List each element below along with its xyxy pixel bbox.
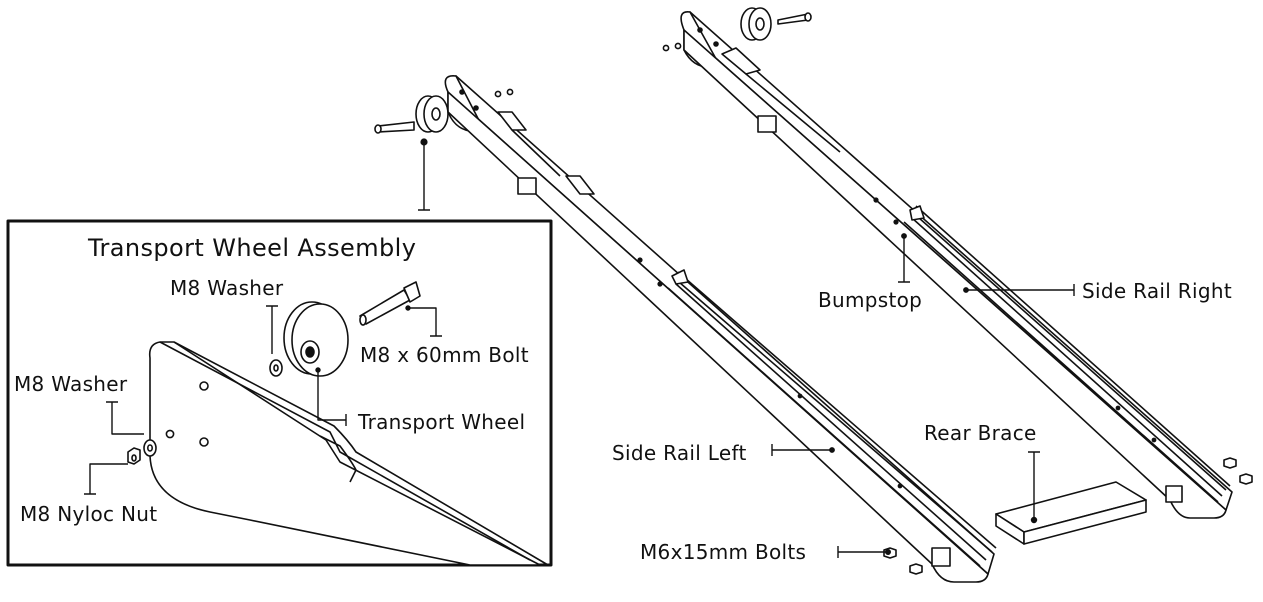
main-leaders — [418, 142, 1075, 558]
inset-rail-end — [148, 341, 549, 566]
side-rail-right — [680, 11, 1233, 519]
inset-leaders — [84, 305, 442, 495]
label-rear-brace: Rear Brace — [924, 421, 1037, 445]
inset-washers — [127, 359, 283, 465]
label-m8-bolt: M8 x 60mm Bolt — [360, 343, 529, 367]
label-m8-washer-upper: M8 Washer — [170, 276, 284, 300]
side-rail-left — [444, 75, 997, 583]
m6-bolts — [883, 457, 1253, 575]
label-m6-bolts: M6x15mm Bolts — [640, 540, 807, 564]
label-side-rail-right: Side Rail Right — [1082, 279, 1232, 303]
rear-brace — [995, 481, 1147, 545]
inset-transport-wheel — [283, 301, 349, 377]
label-m8-nyloc-nut: M8 Nyloc Nut — [20, 502, 158, 526]
inset-title: Transport Wheel Assembly — [88, 234, 417, 262]
label-bumpstop: Bumpstop — [818, 288, 923, 312]
label-side-rail-left: Side Rail Left — [612, 441, 747, 465]
inset-m8-bolt — [359, 281, 421, 326]
main-wheel-left — [374, 88, 514, 146]
label-transport-wheel: Transport Wheel — [358, 410, 526, 434]
main-wheel-right — [662, 7, 812, 52]
label-m8-washer-lower: M8 Washer — [14, 372, 128, 396]
